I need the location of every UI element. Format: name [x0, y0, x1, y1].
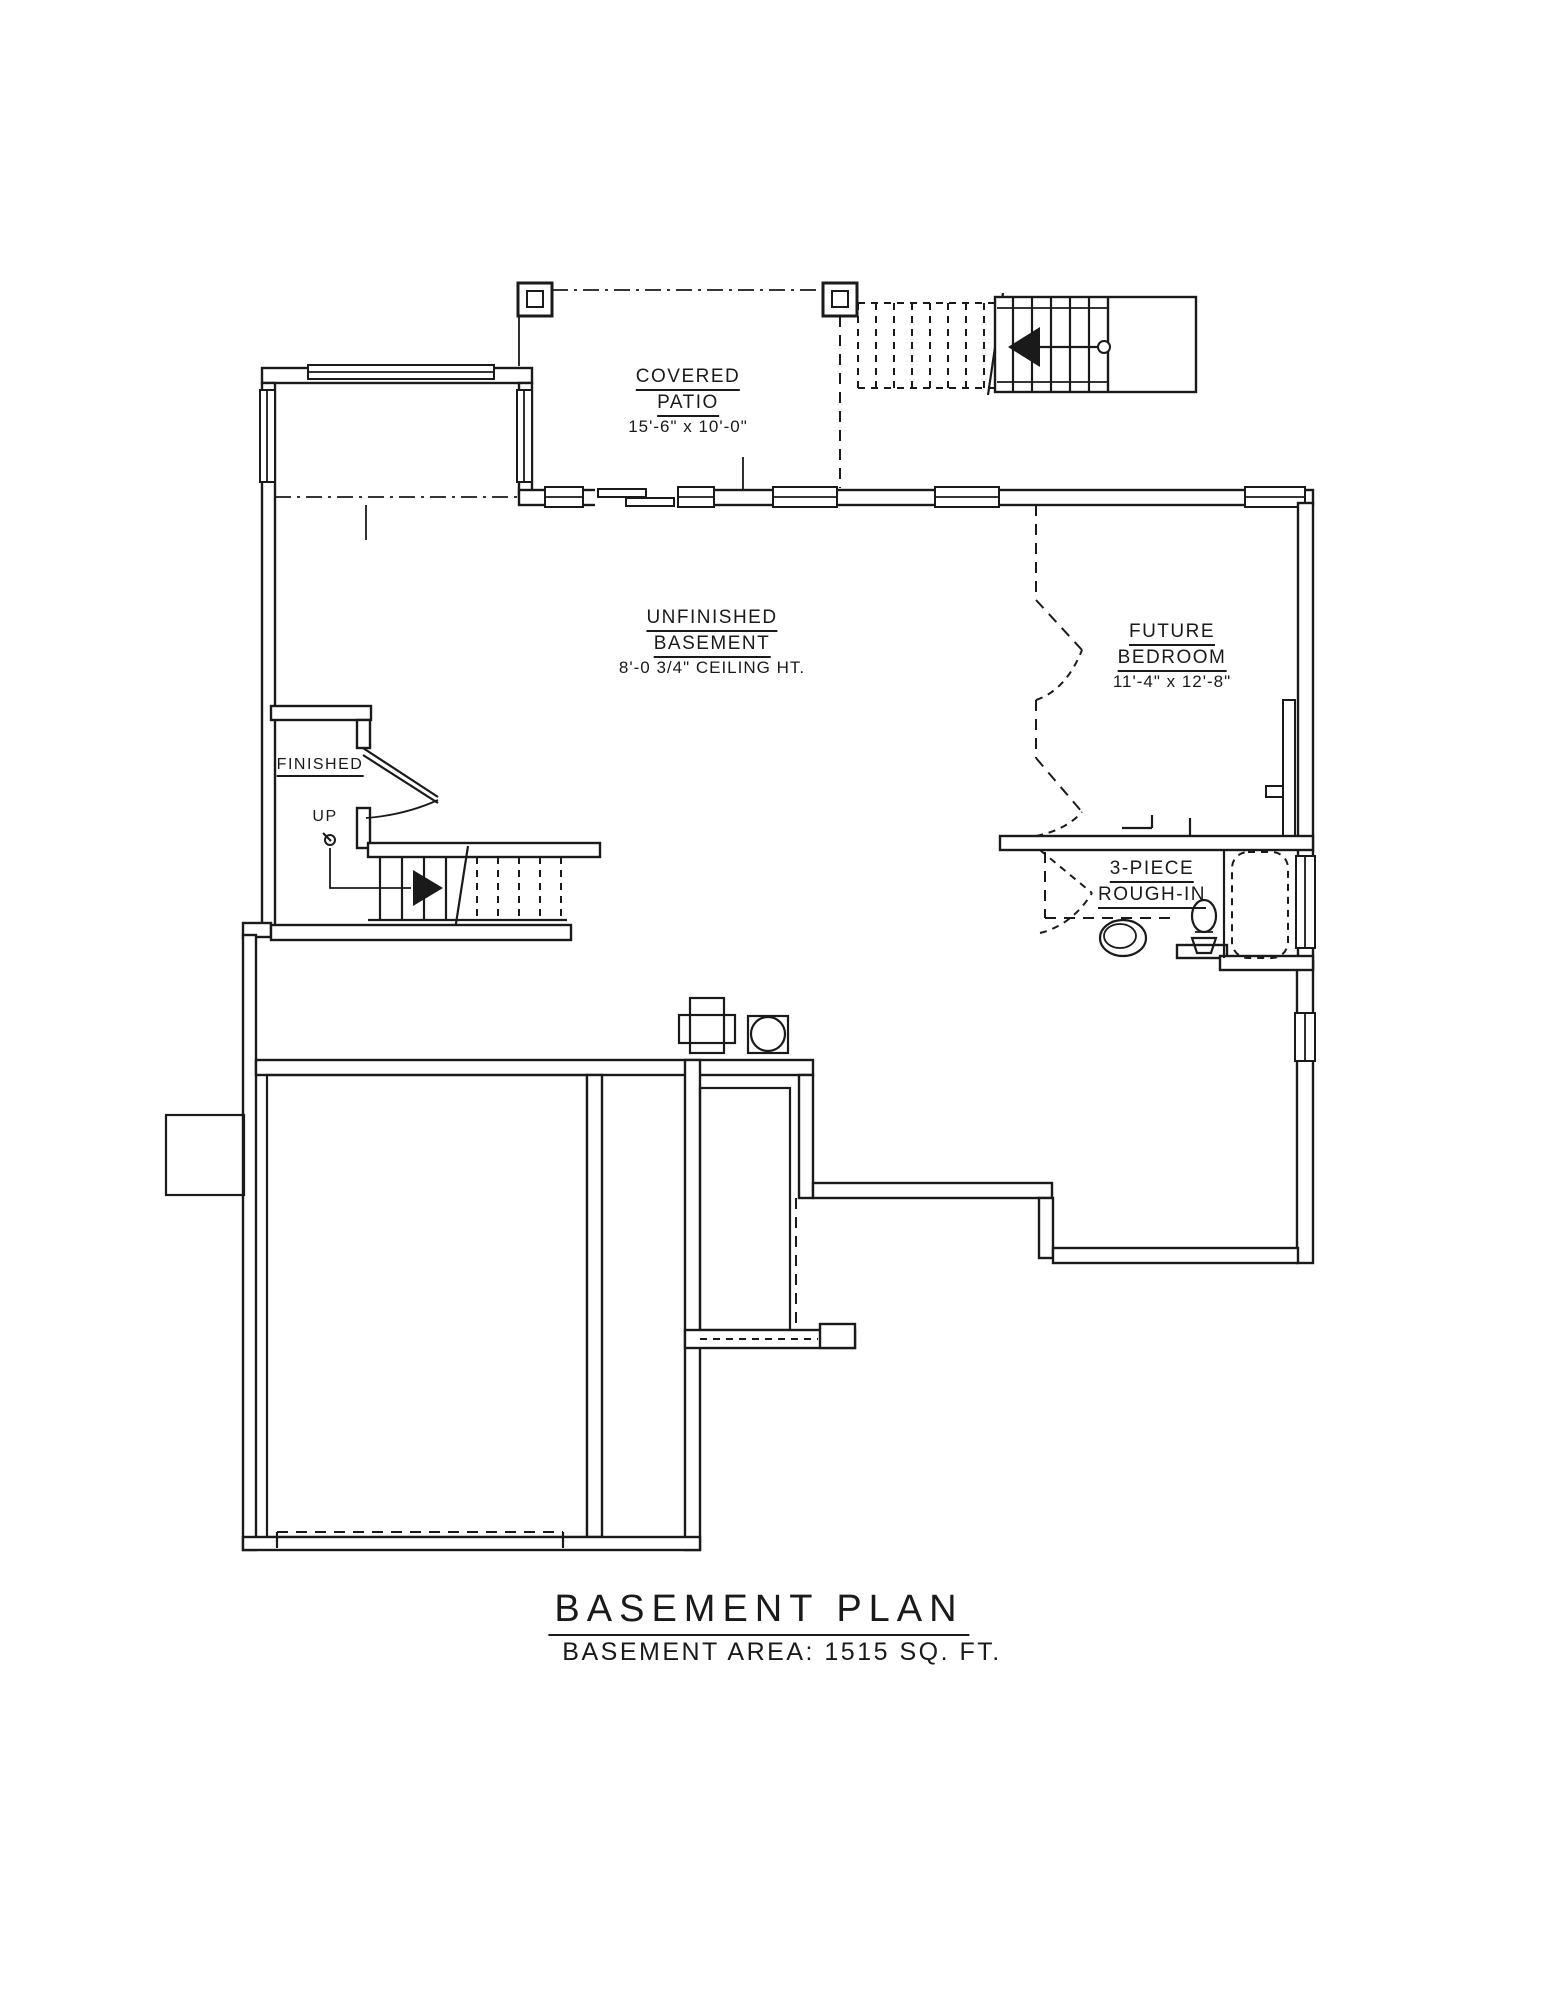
future-bedroom-label-1: FUTURE	[1128, 621, 1216, 646]
stair-direction-arrow-icon	[1008, 327, 1040, 367]
finished-room	[269, 704, 439, 850]
rough-in-label-2: ROUGH-IN	[1097, 884, 1207, 909]
plan-subtitle: BASEMENT AREA: 1515 SQ. FT.	[562, 1638, 1002, 1666]
water-heater-icon	[746, 1014, 790, 1055]
stair-up-arrow-icon	[413, 870, 443, 906]
unfinished-basement-ceiling-note: 8'-0 3/4" CEILING HT.	[618, 658, 806, 677]
covered-patio-dims: 15'-6" x 10'-0"	[628, 417, 748, 436]
footprint-step-walls	[254, 1058, 1300, 1265]
bedroom-dashed-partition	[1035, 505, 1083, 837]
garage-unexcavated	[164, 1058, 702, 1552]
unfinished-basement-label-2: BASEMENT	[653, 633, 771, 658]
bathroom-rough-in	[998, 815, 1315, 972]
bathtub-icon	[1231, 851, 1289, 959]
plan-title: BASEMENT PLAN	[548, 1588, 970, 1636]
covered-patio-label-2: PATIO	[657, 392, 719, 417]
finished-room-label: FINISHED	[276, 756, 364, 777]
toilet-icon	[1190, 898, 1218, 955]
main-exterior-walls	[241, 486, 1316, 1552]
future-bedroom-dims: 11'-4" x 12'-8"	[1112, 672, 1232, 691]
unfinished-basement-label-1: UNFINISHED	[646, 607, 778, 632]
stair-up-label: UP	[312, 808, 338, 825]
interior-stair	[269, 841, 602, 942]
window-well	[164, 1113, 246, 1197]
furnace-icon	[677, 996, 737, 1055]
sink-icon	[1098, 918, 1148, 958]
bay-room-walls	[259, 364, 534, 937]
exterior-stair	[857, 292, 1198, 396]
covered-patio-label-1: COVERED	[635, 366, 741, 391]
future-bedroom-label-2: BEDROOM	[1117, 647, 1227, 672]
rough-in-label-1: 3-PIECE	[1109, 858, 1195, 883]
storage-room	[683, 1086, 857, 1350]
